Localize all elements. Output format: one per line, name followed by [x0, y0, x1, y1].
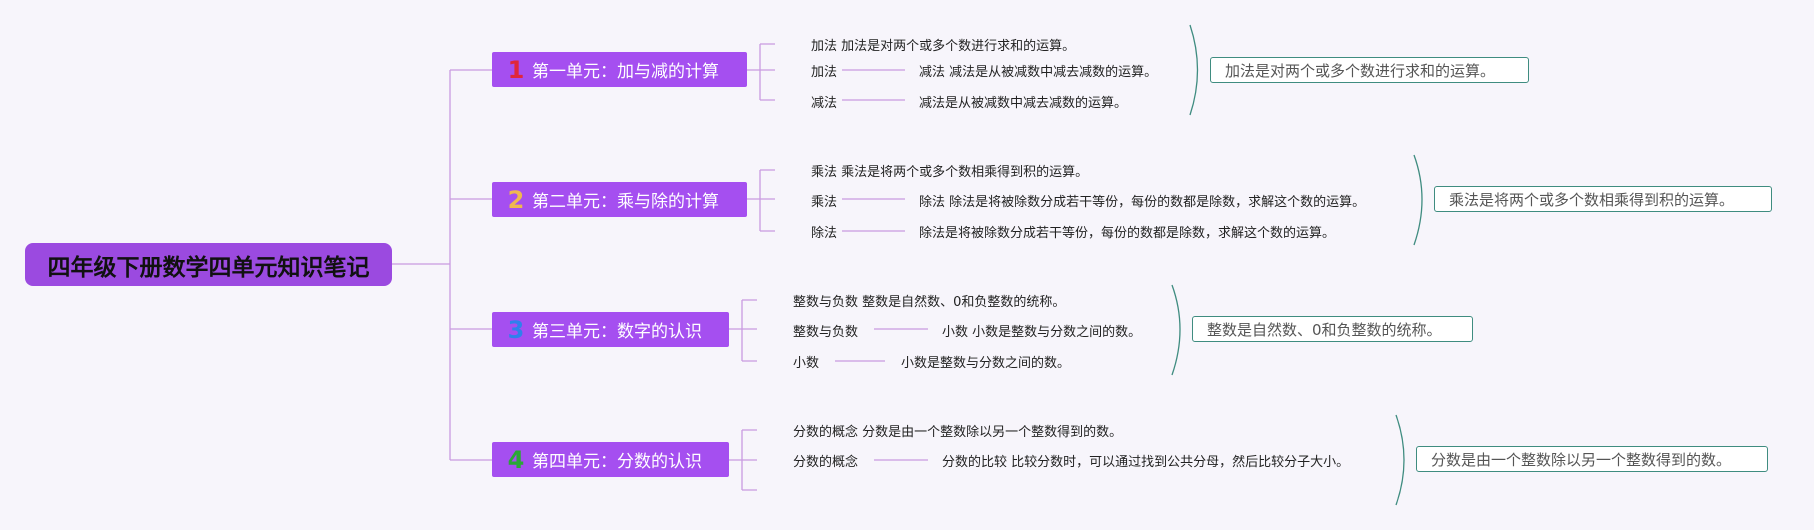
unit-1-number: 1 [507, 55, 525, 84]
unit-2-summary[interactable]: 乘法是将两个或多个数相乘得到积的运算。 [1434, 186, 1772, 212]
unit-3-leaf-2-tail: 小数 小数是整数与分数之间的数。 [942, 325, 1142, 340]
unit-4-leaf-1: 分数的概念 分数是由一个整数除以另一个整数得到的数。 [793, 425, 1123, 440]
unit-4-node[interactable]: 4 第四单元：分数的认识 [492, 442, 729, 477]
unit-4-number: 4 [507, 445, 525, 474]
unit-2-node[interactable]: 2 第二单元：乘与除的计算 [492, 182, 747, 217]
unit-1-summary[interactable]: 加法是对两个或多个数进行求和的运算。 [1210, 57, 1529, 83]
unit-1-leaf-1: 加法 加法是对两个或多个数进行求和的运算。 [811, 39, 1076, 54]
unit-3-leaf-3-head: 小数 [793, 356, 820, 371]
unit-4-leaf-2-head: 分数的概念 [793, 455, 859, 470]
unit-2-number: 2 [507, 185, 525, 214]
root-title: 四年级下册数学四单元知识笔记 [47, 254, 370, 281]
unit-2-leaf-3-head: 除法 [811, 226, 838, 241]
unit-3-leaf-3-tail: 小数是整数与分数之间的数。 [901, 356, 1071, 371]
unit-3-leaf-2-head: 整数与负数 [793, 325, 859, 340]
unit-1-leaf-3-tail: 减法是从被减数中减去减数的运算。 [919, 96, 1128, 111]
unit-2-leaf-2-tail: 除法 除法是将被除数分成若干等份，每份的数都是除数，求解这个数的运算。 [919, 195, 1366, 210]
unit-1-leaf-2-head: 加法 [811, 65, 838, 80]
root-node[interactable]: 四年级下册数学四单元知识笔记 [25, 243, 392, 286]
unit-3-title: 第三单元：数字的认识 [532, 322, 702, 342]
unit-1-summary-text: 加法是对两个或多个数进行求和的运算。 [1225, 61, 1496, 80]
unit-3-summary[interactable]: 整数是自然数、0和负整数的统称。 [1192, 316, 1473, 342]
unit-4-summary[interactable]: 分数是由一个整数除以另一个整数得到的数。 [1416, 446, 1768, 472]
unit-3-number: 3 [507, 315, 525, 344]
unit-3-node[interactable]: 3 第三单元：数字的认识 [492, 312, 729, 347]
unit-2-leaf-3-tail: 除法是将被除数分成若干等份，每份的数都是除数，求解这个数的运算。 [919, 226, 1336, 241]
unit-2-leaf-2-head: 乘法 [811, 195, 838, 210]
unit-1-leaf-3-head: 减法 [811, 96, 838, 111]
unit-2-title: 第二单元：乘与除的计算 [532, 192, 719, 212]
unit-1-node[interactable]: 1 第一单元：加与减的计算 [492, 52, 747, 87]
unit-3-summary-text: 整数是自然数、0和负整数的统称。 [1207, 320, 1442, 339]
unit-2-summary-text: 乘法是将两个或多个数相乘得到积的运算。 [1449, 190, 1735, 209]
unit-4-leaf-2-tail: 分数的比较 比较分数时，可以通过找到公共分母，然后比较分子大小。 [942, 455, 1350, 470]
unit-4-summary-text: 分数是由一个整数除以另一个整数得到的数。 [1431, 450, 1732, 469]
unit-1-leaf-2-tail: 减法 减法是从被减数中减去减数的运算。 [919, 65, 1158, 80]
unit-4-title: 第四单元：分数的认识 [532, 452, 702, 472]
unit-3-leaf-1: 整数与负数 整数是自然数、0和负整数的统称。 [793, 295, 1066, 310]
unit-1-title: 第一单元：加与减的计算 [532, 62, 719, 82]
unit-2-leaf-1: 乘法 乘法是将两个或多个数相乘得到积的运算。 [811, 165, 1089, 180]
